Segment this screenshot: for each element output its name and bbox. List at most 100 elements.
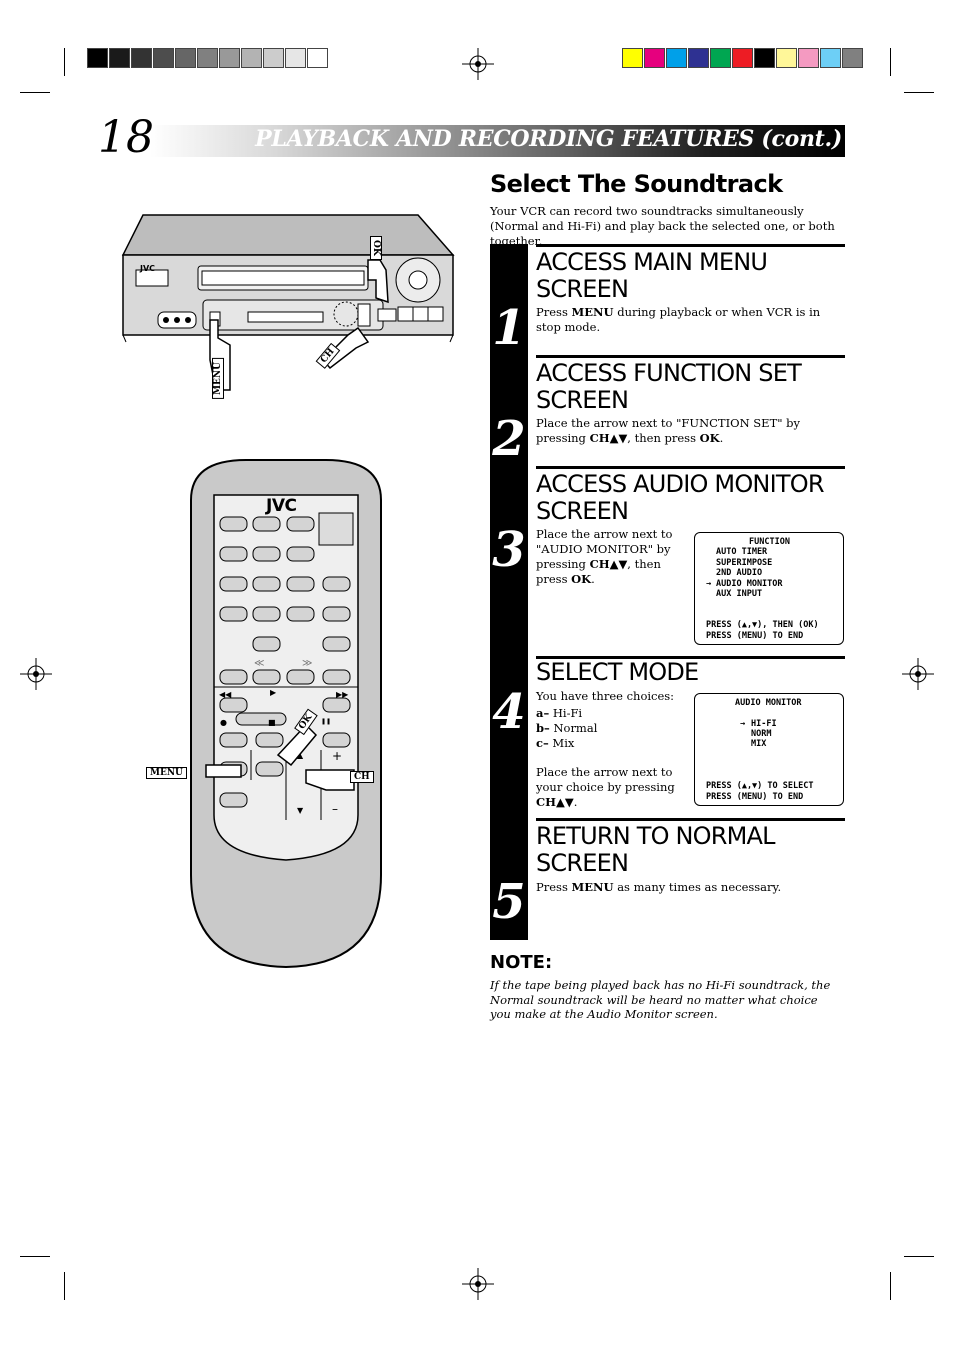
remote-button[interactable] — [219, 546, 248, 562]
remote-button[interactable] — [219, 732, 248, 748]
calibration-swatch — [241, 48, 262, 68]
remote-button[interactable] — [252, 669, 281, 685]
remote-ff-marks-icon: ≫ — [302, 658, 313, 669]
remote-button[interactable] — [322, 669, 351, 685]
remote-button[interactable] — [286, 606, 315, 622]
ch-key-label: CH▲▼ — [589, 431, 628, 445]
remote-button[interactable] — [322, 576, 351, 592]
choice-letter: b– — [536, 721, 550, 735]
step-4-body: You have three choices: a– Hi-Fi b– Norm… — [536, 689, 686, 810]
choice-letter: a– — [536, 706, 550, 720]
step-3-number: 3 — [492, 522, 526, 578]
step-3-title: ACCESS AUDIO MONITOR SCREEN — [536, 470, 825, 525]
remote-button[interactable] — [255, 732, 284, 748]
fast-forward-icon: ▶▶ — [336, 690, 349, 699]
intro-text: Your VCR can record two soundtracks simu… — [490, 204, 835, 248]
screen-title: FUNCTION — [749, 537, 790, 547]
remote-button[interactable] — [252, 606, 281, 622]
remote-button[interactable] — [322, 732, 351, 748]
screen-item-selected: HI-FI — [751, 719, 777, 729]
calibration-swatch — [197, 48, 218, 68]
remote-button[interactable] — [219, 792, 248, 808]
remote-button[interactable] — [219, 516, 248, 532]
calibration-swatch — [688, 48, 709, 68]
remote-button[interactable] — [252, 576, 281, 592]
vcr-ok-label: OK — [370, 236, 382, 260]
step-4-title: SELECT MODE — [536, 658, 699, 686]
remote-button[interactable] — [219, 697, 248, 713]
screen-footer: PRESS (▲,▼) TO SELECT — [706, 781, 814, 791]
step-1-title: ACCESS MAIN MENU SCREEN — [536, 248, 768, 303]
screen-item-selected: AUDIO MONITOR — [716, 579, 783, 589]
header-band — [150, 125, 845, 157]
step-1-rule — [536, 244, 845, 247]
remote-menu-label: MENU — [146, 767, 187, 779]
vcr-illustration — [121, 214, 455, 391]
screen-item: AUTO TIMER — [716, 547, 768, 557]
remote-button[interactable] — [322, 606, 351, 622]
remote-button[interactable] — [322, 697, 351, 713]
calibration-swatch — [842, 48, 863, 68]
calibration-swatch — [732, 48, 753, 68]
remote-brand-logo: JVC — [266, 496, 297, 516]
rewind-icon: ◀◀ — [219, 690, 232, 699]
step-2-body: Place the arrow next to "FUNCTION SET" b… — [536, 416, 801, 445]
calibration-swatch — [175, 48, 196, 68]
screen-footer: PRESS (▲,▼), THEN (OK) — [706, 620, 819, 630]
remote-button[interactable] — [286, 516, 315, 532]
registration-mark-left-icon — [20, 658, 52, 690]
registration-mark-top-icon — [462, 48, 494, 80]
remote-button[interactable] — [322, 636, 351, 652]
function-menu-screen: FUNCTION AUTO TIMER SUPERIMPOSE 2ND AUDI… — [694, 532, 844, 645]
calibration-swatch — [644, 48, 665, 68]
volume-minus-icon: – — [332, 802, 338, 816]
screen-footer: PRESS (MENU) TO END — [706, 792, 804, 802]
screen-item: MIX — [751, 739, 767, 749]
play-icon: ▶ — [270, 688, 277, 697]
ch-down-icon: ▼ — [297, 806, 304, 815]
remote-button[interactable] — [252, 546, 281, 562]
screen-item: 2ND AUDIO — [716, 568, 763, 578]
remote-button[interactable] — [219, 606, 248, 622]
screen-item: SUPERIMPOSE — [716, 558, 773, 568]
calibration-swatch — [307, 48, 328, 68]
calibration-swatch — [263, 48, 284, 68]
step-4-rule — [536, 656, 845, 659]
registration-mark-right-icon — [902, 658, 934, 690]
remote-button[interactable] — [252, 636, 281, 652]
calibration-swatch — [131, 48, 152, 68]
step-1-number: 1 — [492, 300, 526, 356]
remote-button[interactable] — [255, 761, 284, 777]
note-title: NOTE: — [490, 952, 553, 973]
step-5-number: 5 — [492, 874, 526, 930]
screen-item: AUX INPUT — [716, 589, 763, 599]
choice-text: Normal — [549, 721, 598, 735]
pause-icon: ❚❚ — [321, 718, 332, 725]
calibration-swatch — [219, 48, 240, 68]
remote-button[interactable] — [286, 546, 315, 562]
calibration-swatch — [87, 48, 108, 68]
remote-button[interactable] — [286, 576, 315, 592]
arrow-icon: → — [706, 579, 712, 589]
remote-button[interactable] — [252, 516, 281, 532]
vcr-menu-label: MENU — [212, 358, 224, 399]
remote-button[interactable] — [219, 669, 248, 685]
step-2-number: 2 — [492, 411, 526, 467]
screen-item: NORM — [751, 729, 772, 739]
remote-rew-marks-icon: ≪ — [254, 658, 265, 669]
calibration-swatch — [776, 48, 797, 68]
choice-text: Hi-Fi — [549, 706, 583, 720]
remote-control — [190, 459, 382, 969]
menu-key-label: MENU — [571, 880, 614, 894]
remote-button[interactable] — [286, 669, 315, 685]
step-3-rule — [536, 466, 845, 469]
page-number: 18 — [98, 112, 154, 163]
ch-key-label: CH▲▼ — [536, 795, 574, 809]
calibration-swatch — [710, 48, 731, 68]
step-number-bar — [490, 244, 528, 940]
step-3-body: Place the arrow next to "AUDIO MONITOR" … — [536, 527, 673, 586]
calibration-swatch — [798, 48, 819, 68]
remote-button[interactable] — [219, 576, 248, 592]
remote-button[interactable] — [235, 712, 287, 726]
choices-intro: You have three choices: — [536, 689, 675, 703]
